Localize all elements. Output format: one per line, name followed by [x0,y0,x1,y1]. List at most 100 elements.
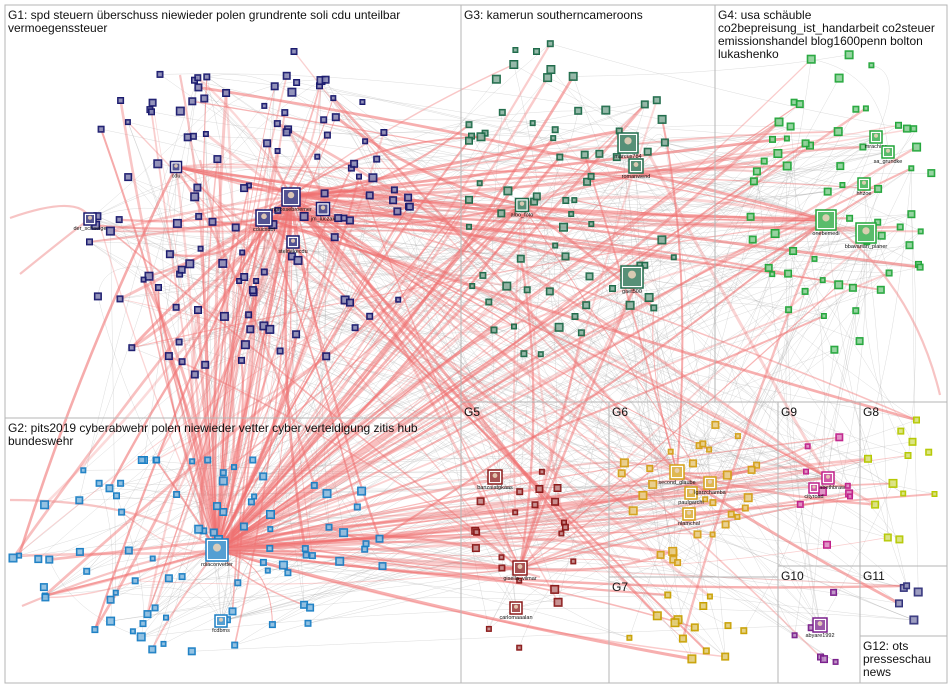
user-node[interactable] [476,180,483,187]
user-node[interactable] [151,604,159,612]
user-node[interactable] [587,172,595,180]
user-node[interactable] [261,102,268,109]
user-node[interactable] [239,249,246,256]
user-node[interactable] [553,484,562,492]
user-node[interactable] [830,345,839,354]
user-node[interactable] [746,212,755,221]
user-node[interactable] [847,493,853,500]
user-node[interactable] [175,338,183,346]
user-node[interactable] [148,645,157,654]
user-node[interactable] [897,427,905,435]
user-node[interactable] [874,218,882,226]
user-node[interactable] [218,476,228,486]
user-node[interactable] [287,87,297,97]
hub-node-hhzoe[interactable]: hhzoe [857,177,872,197]
user-node[interactable] [554,322,564,332]
user-node[interactable] [124,546,133,555]
user-node[interactable] [389,196,398,205]
user-node[interactable] [405,202,414,211]
user-node[interactable] [706,593,713,600]
user-node[interactable] [301,545,309,553]
user-node[interactable] [240,184,249,193]
user-node[interactable] [322,489,332,499]
user-node[interactable] [320,189,329,198]
user-node[interactable] [117,479,125,487]
user-node[interactable] [75,547,84,556]
user-node[interactable] [709,531,716,538]
user-node[interactable] [917,228,924,235]
user-node[interactable] [877,231,886,240]
user-node[interactable] [551,126,559,134]
user-node[interactable] [625,300,635,310]
user-node[interactable] [871,500,880,509]
user-node[interactable] [155,284,162,291]
user-node[interactable] [197,245,204,252]
user-node[interactable] [164,574,173,583]
user-node[interactable] [368,173,378,183]
user-node[interactable] [209,528,218,537]
user-node[interactable] [699,440,707,448]
user-node[interactable] [844,482,851,489]
user-node[interactable] [189,458,196,465]
user-node[interactable] [304,619,312,627]
user-node[interactable] [791,632,798,639]
user-node[interactable] [646,465,654,472]
user-node[interactable] [137,456,146,464]
user-node[interactable] [187,647,196,656]
hub-node-onebemedi[interactable]: onebemedi [812,209,840,237]
user-node[interactable] [896,223,904,231]
user-node[interactable] [577,329,585,337]
user-node[interactable] [855,337,864,346]
user-node[interactable] [172,303,180,311]
user-node[interactable] [131,577,139,585]
user-node[interactable] [124,173,133,182]
user-node[interactable] [465,195,473,204]
user-node[interactable] [561,523,569,531]
user-node[interactable] [546,40,554,48]
user-node[interactable] [743,493,753,503]
user-node[interactable] [234,579,242,587]
hub-node-mgrossebroemer[interactable]: mgrossebroemer [270,187,312,213]
user-node[interactable] [657,235,667,245]
user-node[interactable] [741,504,749,512]
user-node[interactable] [568,211,575,217]
user-node[interactable] [393,207,402,216]
user-node[interactable] [471,544,480,553]
user-node[interactable] [795,100,804,109]
user-node[interactable] [721,520,730,529]
user-node[interactable] [910,125,918,133]
user-node[interactable] [143,610,152,619]
hub-node-albo_foto[interactable]: albo_foto [511,197,534,219]
user-node[interactable] [165,250,174,259]
user-node[interactable] [561,252,570,261]
user-node[interactable] [552,242,559,249]
user-node[interactable] [274,148,281,154]
user-node[interactable] [874,184,883,193]
user-node[interactable] [640,100,649,109]
user-node[interactable] [246,325,255,334]
user-node[interactable] [727,510,735,518]
user-node[interactable] [153,456,161,464]
hub-node-nlamchal[interactable]: nlamchal [678,507,700,527]
user-node[interactable] [532,192,541,201]
user-node[interactable] [862,105,869,112]
user-node[interactable] [270,82,279,91]
user-node[interactable] [274,206,282,214]
user-node[interactable] [356,173,362,180]
user-node[interactable] [834,73,844,83]
user-node[interactable] [833,127,843,137]
hub-node-stelnekecdu[interactable]: stelnekecdu [278,235,308,255]
user-node[interactable] [711,420,720,429]
user-node[interactable] [231,641,239,649]
user-node[interactable] [574,106,583,115]
user-node[interactable] [650,304,658,312]
hub-node-second_glaube[interactable]: second_glaube [658,464,696,486]
user-node[interactable] [290,48,298,55]
hub-node-romanwend[interactable]: romanwend [622,158,651,180]
user-node[interactable] [172,218,182,228]
user-node[interactable] [281,109,289,117]
user-node[interactable] [278,560,288,570]
user-node[interactable] [139,620,147,628]
user-node[interactable] [903,582,911,590]
user-node[interactable] [516,488,524,496]
